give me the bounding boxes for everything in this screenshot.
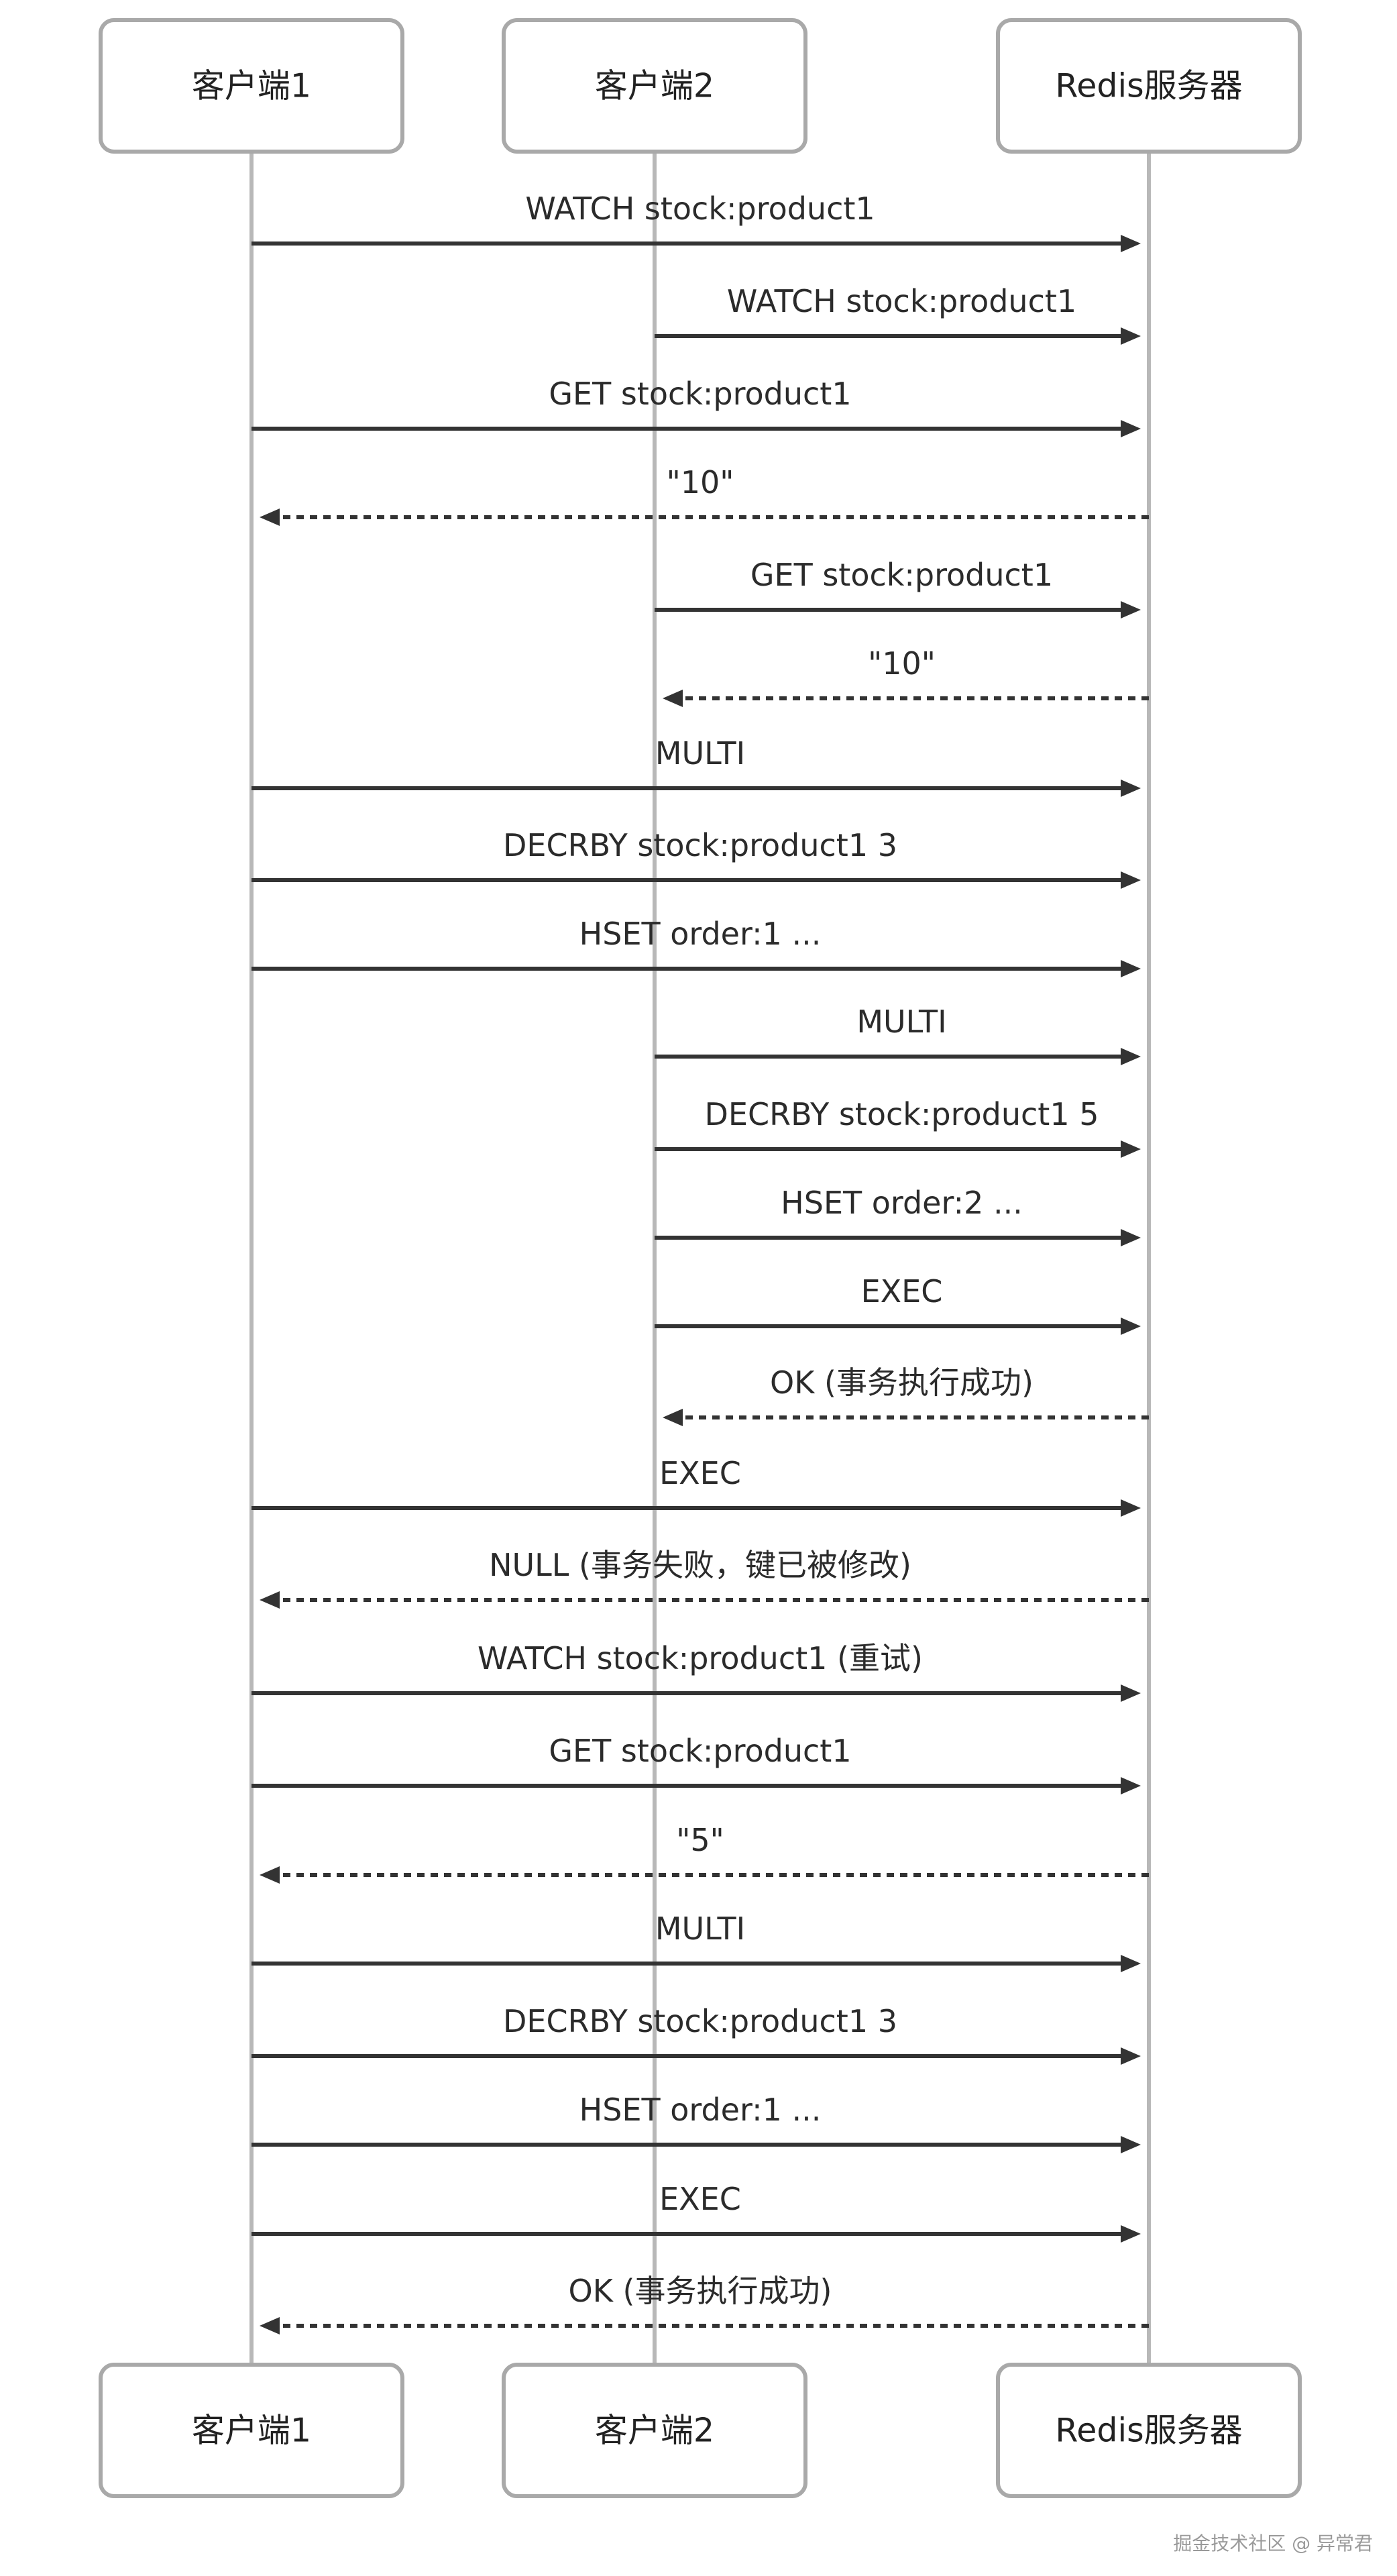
participant-box — [99, 18, 404, 154]
arrowhead — [1121, 871, 1141, 889]
participants-bottom: 客户端1 客户端2 Redis服务器 — [99, 2363, 1302, 2498]
arrowhead — [260, 1866, 280, 1884]
message-7: MULTI — [252, 735, 1141, 797]
arrowhead — [1121, 2136, 1141, 2153]
arrowhead — [260, 1591, 280, 1609]
message-15: EXEC — [252, 1455, 1141, 1517]
participant-top-redis: Redis服务器 — [996, 18, 1302, 154]
message-17: WATCH stock:product1 (重试) — [252, 1640, 1141, 1702]
participant-label: 客户端2 — [595, 67, 714, 105]
message-14: OK (事务执行成功) — [663, 1364, 1149, 1426]
message-label: OK (事务执行成功) — [569, 2273, 832, 2309]
arrowhead — [1121, 235, 1141, 252]
participant-top-client2: 客户端2 — [502, 18, 807, 154]
arrowhead — [1121, 1684, 1141, 1702]
message-19: "5" — [260, 1822, 1149, 1884]
arrowhead — [1121, 1229, 1141, 1246]
message-1: WATCH stock:product1 — [252, 191, 1141, 252]
lifelines — [249, 152, 1151, 2365]
message-label: DECRBY stock:product1 3 — [503, 827, 897, 863]
message-label: DECRBY stock:product1 3 — [503, 2003, 897, 2039]
arrowhead — [260, 2317, 280, 2334]
message-8: DECRBY stock:product1 3 — [252, 827, 1141, 889]
message-label: HSET order:1 ... — [579, 2092, 822, 2128]
message-label: HSET order:1 ... — [579, 916, 822, 952]
message-label: "10" — [868, 645, 936, 682]
message-4: "10" — [260, 464, 1149, 526]
message-6: "10" — [663, 645, 1149, 707]
participant-box — [996, 2363, 1302, 2498]
arrowhead — [1121, 601, 1141, 619]
message-23: EXEC — [252, 2181, 1141, 2243]
message-label: WATCH stock:product1 (重试) — [478, 1640, 923, 1676]
participant-label: 客户端2 — [595, 2412, 714, 2450]
message-label: WATCH stock:product1 — [727, 283, 1076, 319]
message-24: OK (事务执行成功) — [260, 2273, 1149, 2334]
watermark: 掘金技术社区 @ 异常君 — [1173, 2532, 1373, 2555]
participants-top: 客户端1 客户端2 Redis服务器 — [99, 18, 1302, 154]
arrowhead — [1121, 1048, 1141, 1065]
message-2: WATCH stock:product1 — [655, 283, 1141, 345]
message-label: MULTI — [655, 1911, 745, 1947]
arrowhead — [260, 508, 280, 526]
arrowhead — [663, 690, 683, 707]
message-9: HSET order:1 ... — [252, 916, 1141, 977]
participant-bottom-redis: Redis服务器 — [996, 2363, 1302, 2498]
arrowhead — [1121, 2047, 1141, 2065]
arrowhead — [1121, 327, 1141, 345]
message-label: MULTI — [655, 735, 745, 771]
arrowhead — [1121, 1777, 1141, 1794]
message-label: OK (事务执行成功) — [770, 1364, 1033, 1401]
message-label: EXEC — [659, 2181, 741, 2217]
participant-bottom-client1: 客户端1 — [99, 2363, 404, 2498]
message-5: GET stock:product1 — [655, 557, 1141, 619]
arrowhead — [1121, 1955, 1141, 1972]
arrowhead — [663, 1409, 683, 1426]
message-3: GET stock:product1 — [252, 376, 1141, 437]
participant-box — [502, 18, 807, 154]
arrowhead — [1121, 780, 1141, 797]
message-20: MULTI — [252, 1911, 1141, 1972]
message-16: NULL (事务失败，键已被修改) — [260, 1547, 1149, 1609]
arrowhead — [1121, 960, 1141, 977]
message-13: EXEC — [655, 1273, 1141, 1335]
participant-box — [99, 2363, 404, 2498]
message-label: EXEC — [659, 1455, 741, 1491]
message-label: "5" — [676, 1822, 724, 1858]
message-22: HSET order:1 ... — [252, 2092, 1141, 2153]
participant-label: 客户端1 — [192, 2412, 311, 2450]
message-10: MULTI — [655, 1004, 1141, 1065]
arrowhead — [1121, 1140, 1141, 1158]
participant-label: Redis服务器 — [1055, 2412, 1242, 2450]
message-11: DECRBY stock:product1 5 — [655, 1096, 1141, 1158]
arrowhead — [1121, 1499, 1141, 1517]
message-label: DECRBY stock:product1 5 — [705, 1096, 1099, 1132]
participant-bottom-client2: 客户端2 — [502, 2363, 807, 2498]
message-label: GET stock:product1 — [549, 376, 851, 412]
arrowhead — [1121, 2225, 1141, 2243]
message-label: NULL (事务失败，键已被修改) — [489, 1547, 911, 1583]
message-label: WATCH stock:product1 — [525, 191, 875, 227]
participant-box — [502, 2363, 807, 2498]
participant-box — [996, 18, 1302, 154]
message-label: HSET order:2 ... — [781, 1185, 1023, 1221]
arrowhead — [1121, 1318, 1141, 1335]
message-label: "10" — [667, 464, 734, 500]
participant-top-client1: 客户端1 — [99, 18, 404, 154]
participant-label: 客户端1 — [192, 67, 311, 105]
message-18: GET stock:product1 — [252, 1733, 1141, 1794]
message-label: GET stock:product1 — [549, 1733, 851, 1769]
participant-label: Redis服务器 — [1055, 67, 1242, 105]
message-label: GET stock:product1 — [750, 557, 1053, 593]
message-21: DECRBY stock:product1 3 — [252, 2003, 1141, 2065]
message-label: MULTI — [856, 1004, 946, 1040]
arrowhead — [1121, 420, 1141, 437]
message-12: HSET order:2 ... — [655, 1185, 1141, 1246]
message-label: EXEC — [861, 1273, 943, 1309]
